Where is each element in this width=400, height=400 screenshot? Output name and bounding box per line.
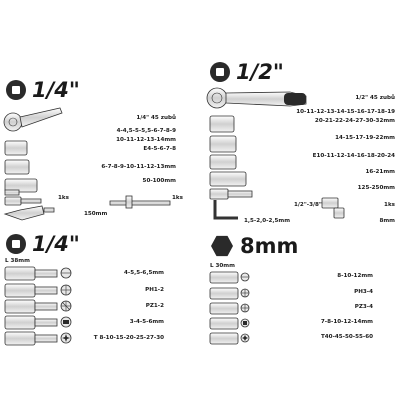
t-bar-icon	[109, 195, 171, 209]
right-header: 1/2"	[236, 60, 284, 84]
label-torx-sockets-1-2: E10-11-12-14-16-18-20-24	[312, 153, 395, 159]
label-bit-ph-1-4: PH1-2	[145, 287, 164, 293]
label-sockets-1-4-a: 4-4,5-5-5,5-6-7-8-9	[116, 128, 176, 134]
label-sockets-1-2-b: 20-21-22-24-27-30-32mm	[314, 118, 395, 124]
label-sockets-1-4-b: 10-11-12-13-14mm	[116, 137, 176, 143]
label-spark-sockets-1-2: 16-21mm	[365, 169, 395, 175]
label-torx-sockets-1-4: E4-5-6-7-8	[143, 146, 176, 152]
label-bits-length-1-4: L 38mm	[5, 258, 30, 264]
label-hex-keys-size: 8mm	[379, 218, 395, 224]
bits-1-4-icon	[4, 266, 58, 346]
socket-set-1-2-icon	[209, 115, 247, 187]
right-bits-header: 8mm	[240, 234, 299, 258]
label-extension-1-4: 50-100mm	[142, 178, 176, 184]
extension-1-2-icon	[209, 188, 253, 200]
label-sockets-1-2-a: 10-11-12-13-14-15-16-17-18-19	[296, 109, 395, 115]
label-deep-sockets-1-4: 6-7-8-9-10-11-12-13mm	[101, 164, 176, 170]
extension-1-4-icon	[4, 196, 42, 206]
square-drive-icon	[6, 80, 26, 100]
ratchet-1-4-icon	[3, 107, 63, 132]
square-drive-1-2-icon	[210, 62, 230, 82]
label-t-bar: 150mm	[84, 211, 108, 217]
label-sockets-1-2-c: 14-15-17-19-22mm	[335, 135, 395, 141]
label-ratchet-1-2: 1/2" 45 zubů	[355, 95, 395, 101]
bits-8mm-icon	[209, 271, 239, 345]
square-drive-bits-icon	[6, 234, 26, 254]
socket-set-1-4-icon	[4, 140, 38, 193]
left-bits-header: 1/4"	[32, 232, 80, 256]
hex-drive-icon	[211, 235, 233, 257]
hex-key-icon	[213, 200, 238, 220]
left-header: 1/4"	[32, 78, 80, 102]
label-bit-slot-1-4: 4-5,5-6,5mm	[123, 270, 164, 276]
label-bit-torx-1-4: T 8-10-15-20-25-27-30	[93, 335, 164, 341]
ratchet-1-2-icon	[206, 87, 307, 109]
label-bit-pz-1-4: PZ1-2	[145, 303, 164, 309]
label-bit-hex-8mm: 7-8-10-12-14mm	[320, 319, 373, 325]
bit-tip-icons-1-4	[60, 267, 72, 344]
label-driver-qty-1-4: 1ks	[172, 195, 183, 201]
bit-tip-icons-8mm	[240, 272, 250, 343]
label-bits-length-8mm: L 30mm	[210, 263, 235, 269]
label-bit-slot-8mm: 8-10-12mm	[337, 273, 373, 279]
screwdriver-handle-icon	[3, 205, 55, 221]
label-adapter-qty-1-2: 1ks	[384, 202, 395, 208]
label-bit-ph-8mm: PH3-4	[354, 289, 373, 295]
label-adapter-qty-1-4: 1ks	[58, 195, 69, 201]
adapter-1-2-icon	[321, 197, 345, 219]
label-bit-hex-1-4: 3-4-5-6mm	[129, 319, 164, 325]
label-hex-keys: 1,5-2,0-2,5mm	[244, 218, 291, 224]
label-ratchet-1-4: 1/4" 45 zubů	[136, 115, 176, 121]
label-adapter-1-2: 1/2"-3/8"	[294, 202, 322, 208]
label-bit-torx-8mm: T40-45-50-55-60	[320, 334, 373, 340]
label-bit-pz-8mm: PZ3-4	[354, 304, 373, 310]
label-extension-1-2: 125-250mm	[357, 185, 395, 191]
adapter-1-4-icon	[4, 189, 20, 196]
